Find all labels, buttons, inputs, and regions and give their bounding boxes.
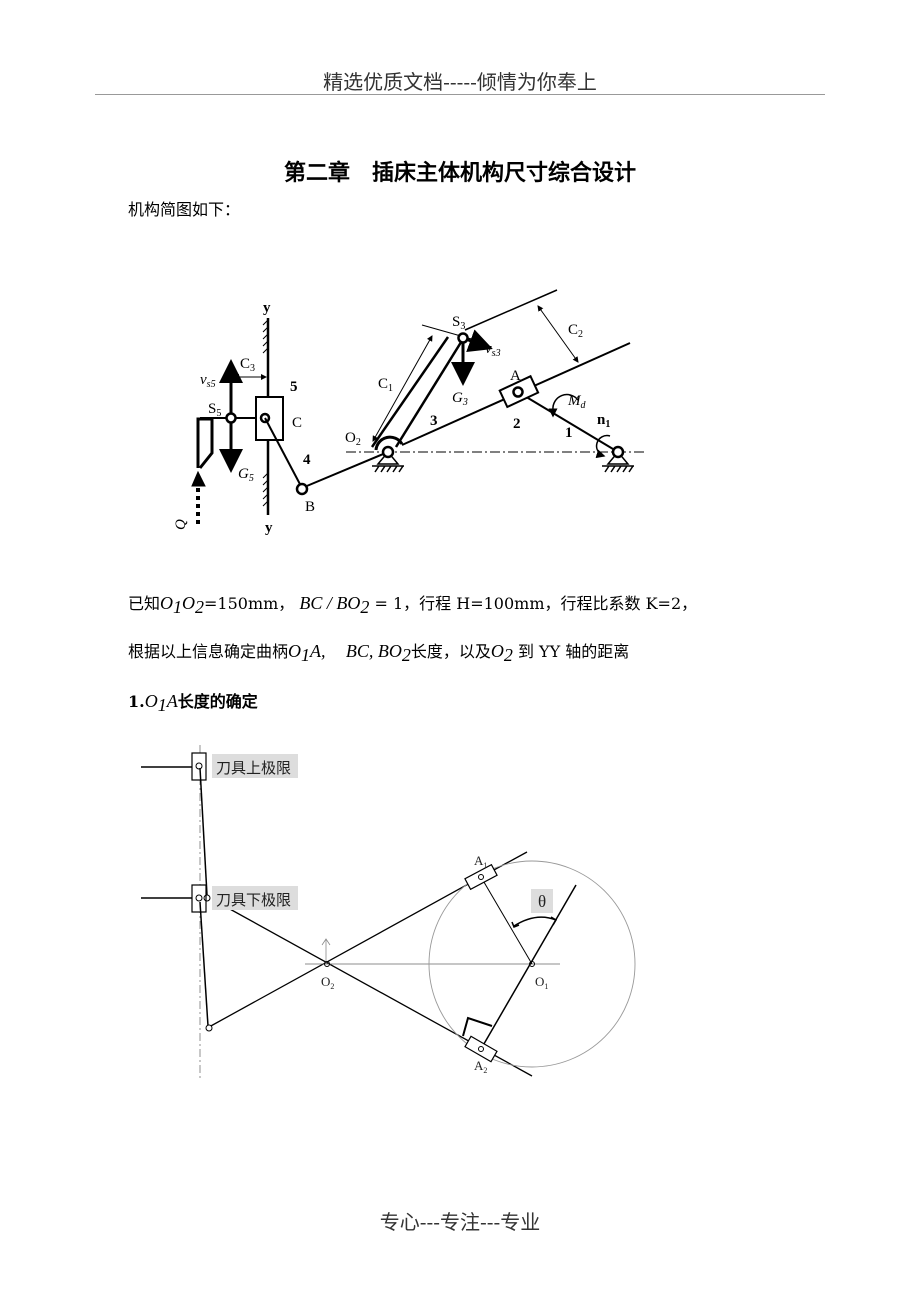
label-a2: A2: [474, 1058, 487, 1075]
label-2: 2: [513, 416, 521, 432]
crank-length-diagram: 刀具上极限 刀具下极限 θ A1 A2 O2 O1: [141, 745, 636, 1078]
task-paragraph: 根据以上信息确定曲柄O1A, BC, BO2长度，以及O2 到 YY 轴的距离: [128, 641, 630, 666]
guide-hatching: [262, 319, 269, 507]
chapter-title: 第二章 插床主体机构尺寸综合设计: [283, 161, 636, 186]
link-bo2: [301, 451, 389, 489]
given-paragraph: 已知O1O2=150mm， BC / BO2 = 1，行程 H=100mm，行程…: [128, 593, 698, 618]
page-header: 精选优质文档-----倾情为你奉上: [323, 70, 597, 94]
label-b: B: [305, 499, 315, 515]
label-q: Q: [173, 519, 189, 530]
label-y-bottom: y: [265, 520, 273, 536]
label-c1: C1: [378, 376, 393, 394]
crank-1: [517, 391, 619, 453]
mechanism-diagram: y y C3 vs5 S5 5 C G5 Q 4 B O2 C1 S3 vs3 …: [173, 289, 645, 536]
label-s5: S5: [208, 401, 221, 419]
label-3: 3: [430, 413, 438, 429]
label-1: 1: [565, 425, 573, 441]
label-theta: θ: [538, 892, 546, 911]
section-heading-1: 1.O1A长度的确定: [128, 691, 258, 716]
label-n1: n1: [597, 412, 610, 430]
label-y-top: y: [263, 300, 271, 316]
label-c3: C3: [240, 356, 255, 374]
label-a: A: [510, 368, 521, 384]
label-c2: C2: [568, 322, 583, 340]
label-a1: A1: [474, 853, 487, 870]
label-vs3: vs3: [485, 341, 501, 359]
label-o2: O2: [321, 974, 334, 991]
label-g5: G5: [238, 466, 254, 484]
label-5: 5: [290, 379, 298, 395]
label-o2: O2: [345, 430, 361, 448]
label-o1: O1: [535, 974, 548, 991]
label-lower-limit: 刀具下极限: [216, 891, 291, 909]
lower-limit-label-bg: [212, 886, 298, 910]
label-4: 4: [303, 452, 311, 468]
header-divider: [95, 94, 825, 95]
label-g3: G3: [452, 390, 468, 408]
label-s3: S3: [452, 314, 465, 332]
label-upper-limit: 刀具上极限: [216, 759, 291, 777]
intro-text: 机构简图如下：: [128, 200, 241, 219]
label-md: Md: [567, 393, 587, 411]
tool-shape: [196, 417, 214, 469]
link-4: [264, 417, 303, 489]
label-c: C: [292, 415, 302, 431]
page-footer: 专心---专注---专业: [379, 1210, 541, 1234]
label-vs5: vs5: [200, 372, 216, 390]
upper-limit-label-bg: [212, 754, 298, 778]
